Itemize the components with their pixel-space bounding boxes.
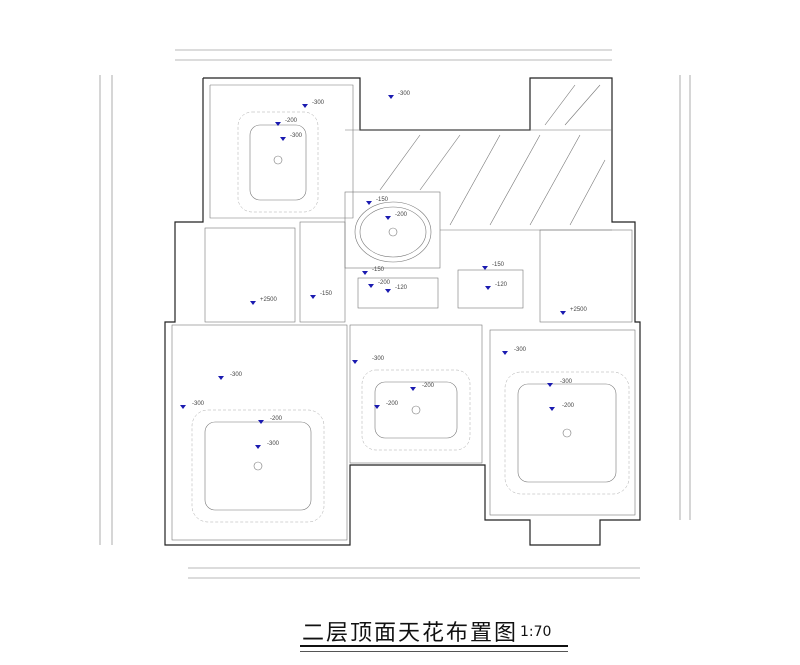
walls xyxy=(164,77,641,546)
elevation-label: -300 xyxy=(398,91,411,97)
elevation-marker: -150 xyxy=(310,291,333,299)
elevation-label: -200 xyxy=(270,416,283,422)
elevation-marker: -200 xyxy=(275,118,298,126)
elevation-marker: -300 xyxy=(388,91,411,99)
drawing-scale: 1:70 xyxy=(520,624,552,640)
elevation-marker: +2500 xyxy=(560,307,588,315)
elevation-marker: -300 xyxy=(502,347,527,355)
elevation-marker: -200 xyxy=(374,401,399,409)
hatched-void xyxy=(345,84,612,231)
elevation-label: -300 xyxy=(312,100,325,106)
dimension-lines xyxy=(99,49,691,579)
elevation-marker: -200 xyxy=(410,383,435,391)
elevation-label: -200 xyxy=(386,401,399,407)
elevation-label: -150 xyxy=(376,197,389,203)
elevation-label: -200 xyxy=(562,403,575,409)
elevation-marker: -120 xyxy=(385,285,408,293)
elevation-marker: +2500 xyxy=(250,297,278,305)
elevation-label: -300 xyxy=(290,133,303,139)
title-underline-thin xyxy=(300,651,568,652)
elevation-marker: -300 xyxy=(280,133,303,141)
elevation-marker: -150 xyxy=(366,197,389,205)
elevation-labels: -300 -300 -200 -300 -150 -200 +2500 -150… xyxy=(180,91,588,449)
elevation-label: -300 xyxy=(192,401,205,407)
ceiling-features xyxy=(191,111,630,523)
elevation-label: +2500 xyxy=(260,297,278,303)
elevation-marker: -150 xyxy=(362,267,385,275)
elevation-marker: -300 xyxy=(180,401,205,409)
elevation-label: -120 xyxy=(395,285,408,291)
elevation-marker: -200 xyxy=(549,403,575,411)
elevation-label: -200 xyxy=(285,118,298,124)
elevation-label: -200 xyxy=(378,280,391,286)
elevation-marker: -200 xyxy=(258,416,283,424)
elevation-marker: -300 xyxy=(255,441,280,449)
elevation-label: -300 xyxy=(372,356,385,362)
elevation-label: -120 xyxy=(495,282,508,288)
elevation-label: +2500 xyxy=(570,307,588,313)
elevation-marker: -150 xyxy=(482,262,505,270)
elevation-marker: -300 xyxy=(302,100,325,108)
elevation-marker: -120 xyxy=(485,282,508,290)
elevation-label: -200 xyxy=(395,212,408,218)
elevation-marker: -300 xyxy=(547,379,573,387)
elevation-label: -300 xyxy=(267,441,280,447)
elevation-label: -300 xyxy=(230,372,243,378)
elevation-label: -150 xyxy=(372,267,385,273)
elevation-label: -300 xyxy=(560,379,573,385)
elevation-marker: -300 xyxy=(218,372,243,380)
elevation-marker: -300 xyxy=(352,356,385,364)
title-underline xyxy=(300,645,568,647)
elevation-label: -150 xyxy=(320,291,333,297)
elevation-marker: -200 xyxy=(385,212,408,220)
elevation-label: -150 xyxy=(492,262,505,268)
drawing-title: 二层顶面天花布置图 xyxy=(302,621,519,646)
elevation-label: -300 xyxy=(514,347,527,353)
elevation-marker: -200 xyxy=(368,280,391,288)
elevation-label: -200 xyxy=(422,383,435,389)
